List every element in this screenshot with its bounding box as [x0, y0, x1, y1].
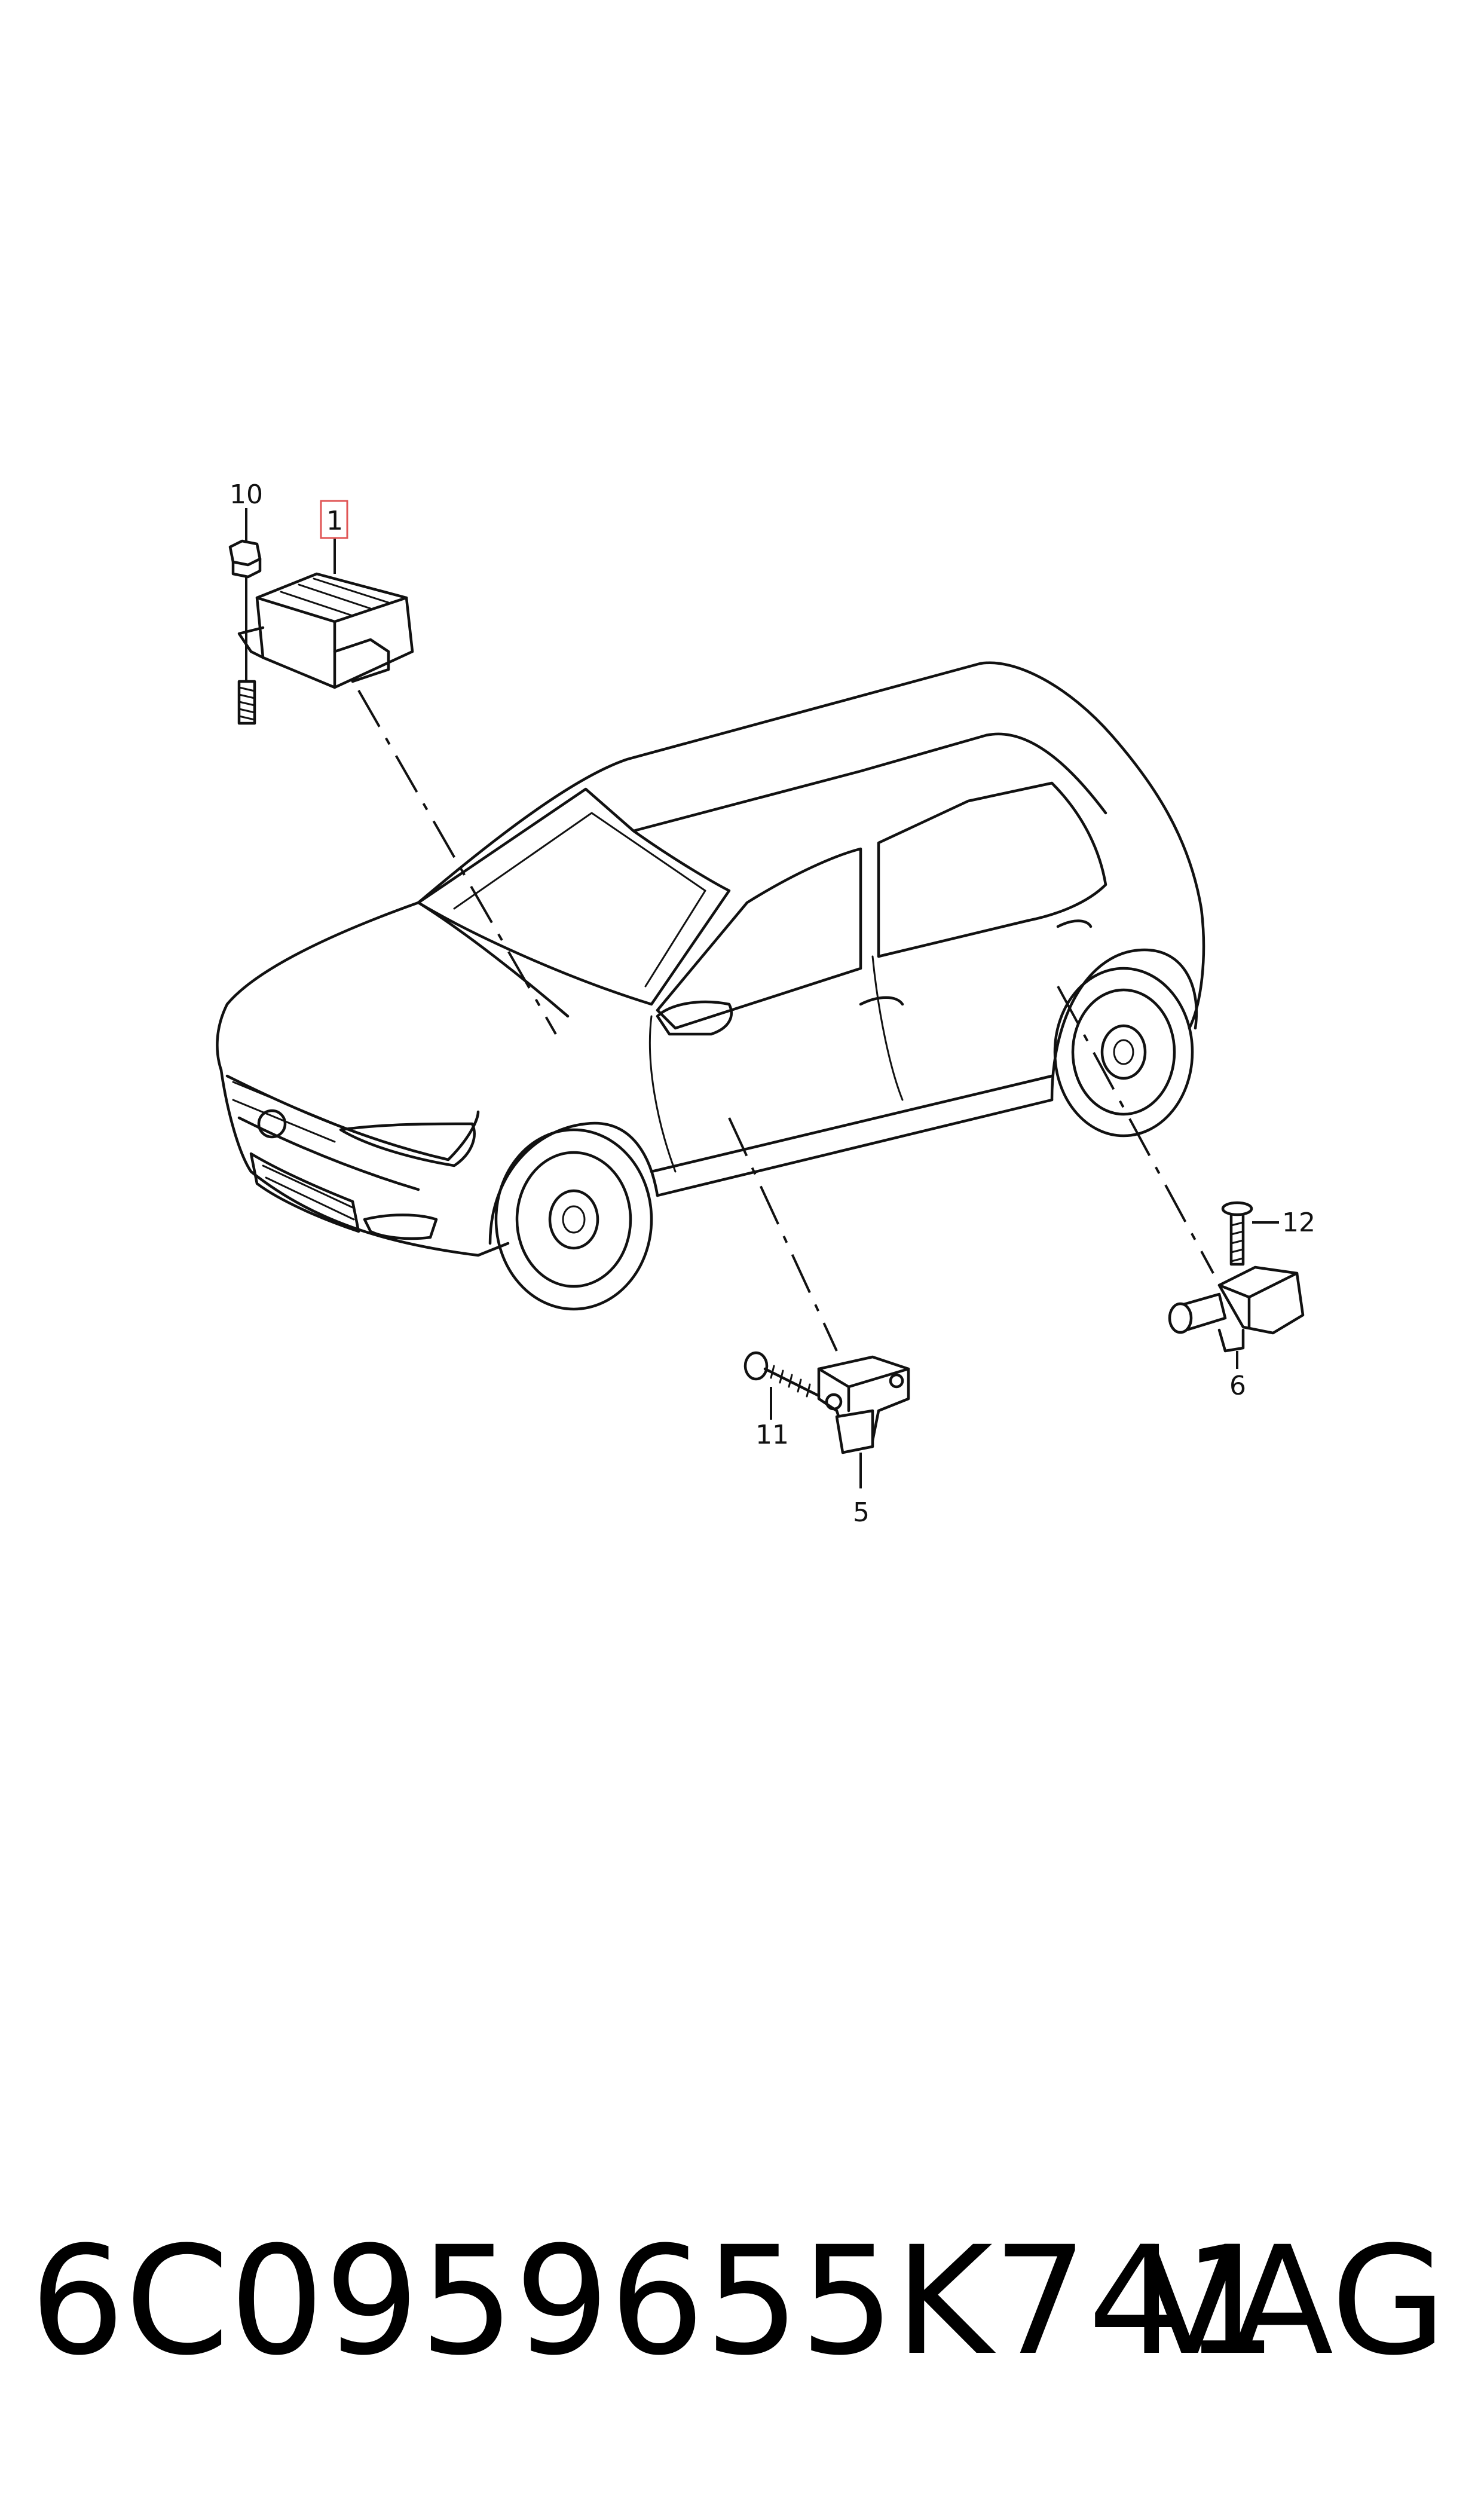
callout-6[interactable]: 6	[1229, 1371, 1246, 1401]
car-illustration	[216, 661, 1205, 1311]
parts-diagram: 1 10 5 11 6 12	[216, 479, 1315, 1528]
callout-12[interactable]: 12	[1282, 1207, 1315, 1238]
side-crash-sensor	[1168, 1265, 1305, 1369]
callout-10[interactable]: 10	[230, 479, 263, 510]
selected-part-highlight	[320, 500, 348, 539]
callout-labels: 1 10 5 11 6 12	[230, 479, 1315, 1528]
nut-and-stud	[228, 508, 262, 725]
leader-lines	[333, 538, 1214, 1352]
callout-1[interactable]: 1	[326, 506, 343, 536]
part-caption: 6C0959655K741 VAG	[0, 2212, 1484, 2391]
brand-name: VAG	[1139, 2214, 1447, 2388]
part-number: 6C0959655K741	[30, 2214, 1278, 2388]
airbag-control-unit	[237, 572, 414, 689]
screw-front-sensor	[743, 1351, 821, 1420]
callout-5[interactable]: 5	[853, 1497, 870, 1528]
front-crash-sensor	[817, 1355, 910, 1488]
callout-11[interactable]: 11	[755, 1420, 789, 1450]
screw-side-sensor	[1221, 1201, 1279, 1266]
